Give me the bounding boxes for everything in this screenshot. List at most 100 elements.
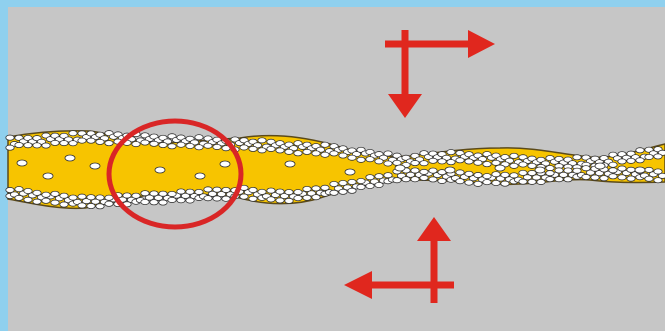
cell-marker xyxy=(609,168,617,173)
interior-cell-marker xyxy=(445,167,455,173)
cell-marker xyxy=(645,167,653,172)
cell-marker xyxy=(6,135,14,140)
cell-marker xyxy=(186,189,194,194)
cell-marker xyxy=(510,173,518,178)
cell-marker xyxy=(609,162,617,167)
cell-marker xyxy=(60,140,68,145)
cell-marker xyxy=(573,168,581,173)
cell-marker xyxy=(6,187,14,192)
cell-marker xyxy=(222,187,230,192)
cell-marker xyxy=(51,191,59,196)
interior-cell-marker xyxy=(90,163,100,169)
interior-cell-marker xyxy=(285,161,295,167)
cell-marker xyxy=(636,158,644,163)
cell-marker xyxy=(285,190,293,195)
interior-cell-marker xyxy=(595,163,605,169)
interior-cell-marker xyxy=(65,155,75,161)
cell-marker xyxy=(384,173,392,178)
cell-marker xyxy=(42,192,50,197)
cell-marker xyxy=(582,166,590,171)
cell-marker xyxy=(456,170,464,175)
cell-marker xyxy=(348,155,356,160)
cell-marker xyxy=(24,143,32,148)
cell-marker xyxy=(159,191,167,196)
interior-cell-marker xyxy=(17,160,27,166)
cell-marker xyxy=(375,159,383,164)
cell-marker xyxy=(177,142,185,147)
cell-marker xyxy=(636,148,644,153)
cell-marker xyxy=(501,172,509,177)
cell-marker xyxy=(555,168,563,173)
cell-marker xyxy=(258,138,266,143)
cell-marker xyxy=(411,168,419,173)
cell-marker xyxy=(240,145,248,150)
cell-marker xyxy=(15,187,23,192)
cell-marker xyxy=(420,169,428,174)
cell-marker xyxy=(330,151,338,156)
cell-marker xyxy=(438,159,446,164)
cell-marker xyxy=(78,194,86,199)
cell-marker xyxy=(294,151,302,156)
interior-cell-marker xyxy=(345,169,355,175)
cell-marker xyxy=(528,163,536,168)
cell-marker xyxy=(465,159,473,164)
cell-marker xyxy=(303,186,311,191)
cell-marker xyxy=(258,189,266,194)
cell-marker xyxy=(474,172,482,177)
cell-marker xyxy=(132,142,140,147)
cell-marker xyxy=(249,187,257,192)
cell-marker xyxy=(303,149,311,154)
cell-marker xyxy=(357,157,365,162)
cell-marker xyxy=(141,140,149,145)
cell-marker xyxy=(483,174,491,179)
cell-marker xyxy=(339,180,347,185)
cell-marker xyxy=(447,160,455,165)
cell-marker xyxy=(564,168,572,173)
cell-marker xyxy=(42,143,50,148)
cell-marker xyxy=(60,193,68,198)
cell-marker xyxy=(510,163,518,168)
cell-marker xyxy=(213,144,221,149)
cell-marker xyxy=(249,146,257,151)
interior-cell-marker xyxy=(635,167,645,173)
cell-marker xyxy=(312,186,320,191)
cell-marker xyxy=(213,187,221,192)
cell-marker xyxy=(483,162,491,167)
cell-marker xyxy=(123,193,131,198)
cell-marker xyxy=(78,138,86,143)
cell-marker xyxy=(465,171,473,176)
cell-marker xyxy=(87,138,95,143)
cell-marker xyxy=(375,174,383,179)
cell-marker xyxy=(168,144,176,149)
cell-marker xyxy=(321,152,329,157)
cell-marker xyxy=(384,161,392,166)
cell-marker xyxy=(267,146,275,151)
cell-marker xyxy=(348,179,356,184)
cell-marker xyxy=(186,143,194,148)
cell-marker xyxy=(654,169,662,174)
cell-marker xyxy=(51,140,59,145)
cell-marker xyxy=(69,131,77,136)
interior-cell-marker xyxy=(220,161,230,167)
cell-marker xyxy=(645,154,653,159)
cell-marker xyxy=(546,171,554,176)
cell-marker xyxy=(15,142,23,147)
cell-marker xyxy=(204,187,212,192)
cell-marker xyxy=(456,158,464,163)
cell-marker xyxy=(150,141,158,146)
cell-marker xyxy=(492,172,500,177)
cell-marker xyxy=(204,143,212,148)
cell-marker xyxy=(321,185,329,190)
cell-marker xyxy=(618,166,626,171)
cell-marker xyxy=(627,167,635,172)
cell-marker xyxy=(33,143,41,148)
cell-marker xyxy=(546,166,554,171)
cell-marker xyxy=(339,153,347,158)
cell-marker xyxy=(312,151,320,156)
cell-marker xyxy=(33,190,41,195)
cell-marker xyxy=(267,188,275,193)
cell-marker xyxy=(519,162,527,167)
cell-marker xyxy=(429,158,437,163)
cell-marker xyxy=(357,178,365,183)
